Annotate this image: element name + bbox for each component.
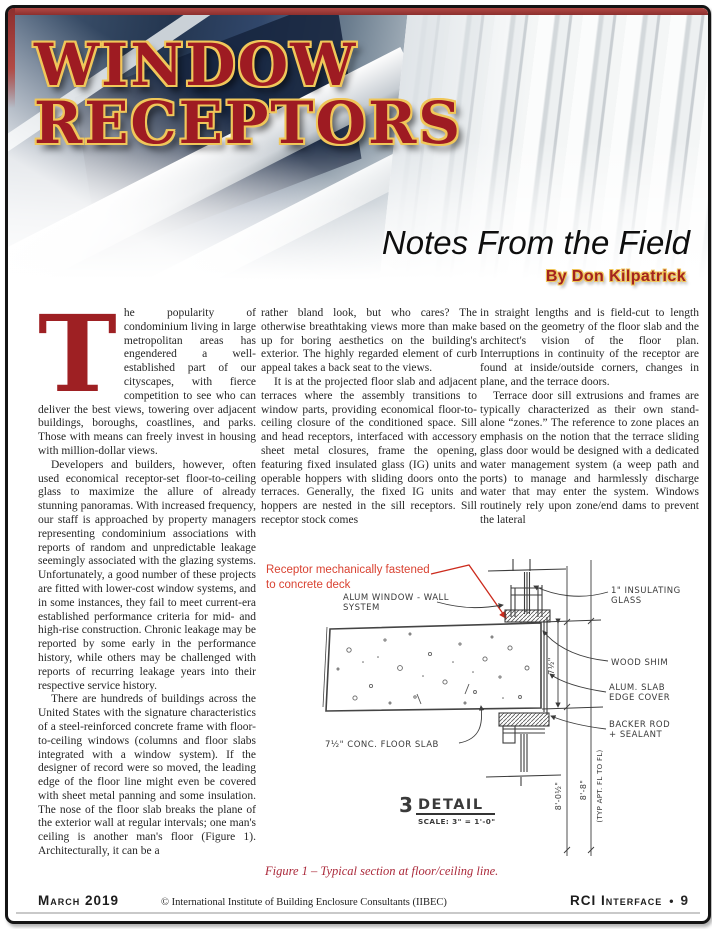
paragraph: Developers and builders, however, often …: [38, 458, 256, 692]
footer-issue-date: March 2019: [38, 893, 120, 908]
footer-journal-group: RCI Interface • 9: [570, 893, 688, 908]
footer-rule: [16, 912, 700, 914]
leader-backer-rod: [550, 715, 607, 730]
article-header: WINDOW RECEPTORS Notes From the Field By…: [8, 8, 708, 303]
dim-slab-thickness: 7½": [547, 657, 556, 674]
article-subtitle: Notes From the Field: [381, 224, 690, 261]
detail-title: DETAIL: [418, 797, 484, 813]
footer-copyright: © International Institute of Building En…: [161, 897, 447, 908]
paragraph: It is at the projected floor slab and ad…: [261, 375, 477, 526]
concrete-slab: [322, 622, 542, 712]
paragraph-text: he popularity of condominium living in l…: [38, 307, 256, 457]
page-footer: March 2019 © International Institute of …: [38, 893, 688, 908]
footer-journal-name: RCI Interface: [570, 893, 663, 908]
label-wood-shim: WOOD SHIM: [611, 658, 668, 668]
red-leader-line: [430, 564, 507, 620]
label-floor-slab: 7½" CONC. FLOOR SLAB: [325, 740, 439, 750]
magazine-page: WINDOW RECEPTORS Notes From the Field By…: [5, 5, 711, 924]
leader-insulating-glass: [533, 585, 609, 597]
leader-window-wall: [436, 601, 504, 609]
article-title: WINDOW RECEPTORS: [34, 36, 462, 152]
dim-floor-height: 8'-0½": [554, 782, 563, 811]
drop-cap: T: [38, 291, 117, 416]
label-insulating-glass-2: GLASS: [611, 596, 642, 606]
paragraph: Terrace door sill extrusions and frames …: [480, 389, 699, 526]
paragraph: There are hundreds of buildings across t…: [38, 693, 256, 858]
column-3: in straight lengths and is field-cut to …: [480, 307, 699, 528]
leader-slab-edge: [549, 673, 607, 693]
dim-typ-note: (TYP APT. FL TO FL): [596, 749, 604, 822]
title-line-2: RECEPTORS: [34, 89, 463, 157]
label-insulating-glass-1: 1" INSULATING: [611, 586, 681, 596]
detail-scale: SCALE: 3" = 1'-0": [418, 817, 495, 826]
footer-bullet: •: [669, 894, 674, 908]
window-assembly-upper: [487, 559, 567, 646]
maroon-left-strip: [8, 8, 15, 108]
label-backer-rod-2: + SEALANT: [609, 730, 663, 740]
label-backer-rod-1: BACKER ROD: [609, 720, 670, 730]
maroon-top-strip: [8, 8, 708, 15]
dimension-lines: [541, 560, 604, 856]
window-assembly-lower: [485, 712, 562, 786]
label-slab-edge-1: ALUM. SLAB: [609, 683, 665, 693]
label-window-wall-1: ALUM WINDOW - WALL: [343, 593, 449, 603]
title-line-1: WINDOW: [34, 31, 358, 99]
detail-number: 3: [399, 793, 413, 817]
photo-fade: [8, 8, 708, 303]
article-byline: By Don Kilpatrick: [545, 268, 686, 285]
column-2: rather bland look, but who cares? The ot…: [261, 307, 477, 528]
paragraph: rather bland look, but who cares? The ot…: [261, 307, 477, 375]
figure-caption: Figure 1 – Typical section at floor/ceil…: [265, 864, 499, 878]
label-window-wall-2: SYSTEM: [343, 603, 380, 613]
leader-wood-shim: [542, 630, 609, 662]
receptor-annotation-line2: to concrete deck: [266, 579, 351, 591]
leader-floor-slab: [458, 705, 485, 744]
receptor-annotation-line1: Receptor mechanically fastened: [266, 564, 430, 576]
figure-1-diagram: Receptor mechanically fastened to concre…: [266, 559, 681, 856]
dim-floor-to-floor: 8'-8": [579, 780, 588, 800]
figure-1: Receptor mechanically fastened to concre…: [259, 558, 700, 890]
footer-page-number: 9: [680, 893, 688, 908]
label-slab-edge-2: EDGE COVER: [609, 693, 670, 703]
paragraph: in straight lengths and is field-cut to …: [480, 307, 699, 388]
